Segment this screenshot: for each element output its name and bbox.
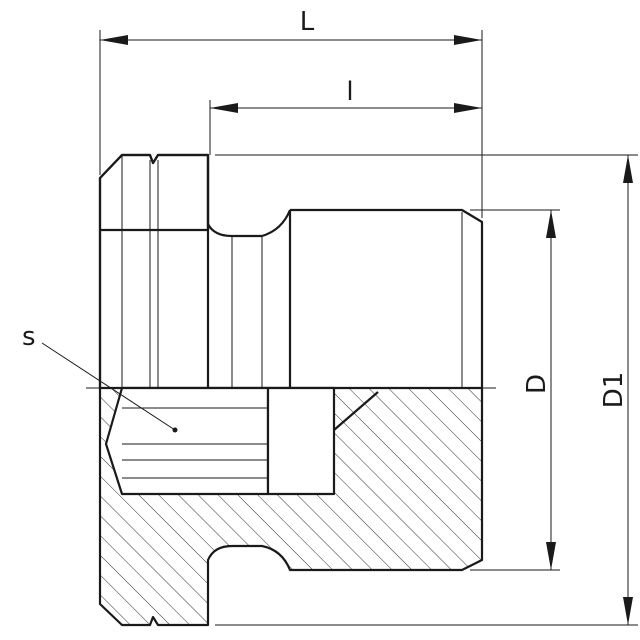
dim-D-arrow-top [546, 210, 556, 238]
dim-D1-arrow-bottom [623, 597, 633, 625]
head-flange-outer [98, 153, 210, 388]
dimension-D1: D1 [215, 154, 638, 626]
dim-l-arrow-right [454, 103, 482, 113]
head-flange-outline [98, 153, 210, 388]
dimension-D: D [470, 209, 560, 571]
dim-l-arrow-left [210, 103, 238, 113]
section-view-lower-half [98, 386, 484, 627]
leader-s-line [41, 342, 176, 431]
dimension-l: l [209, 77, 482, 155]
dim-L-arrow-left [100, 35, 128, 45]
bore-cone-line [333, 391, 379, 431]
dim-D-arrow-bottom [546, 542, 556, 570]
hex-socket-label: s [22, 322, 36, 352]
dim-D1-arrow-top [623, 155, 633, 183]
hex-socket-leader: s [22, 322, 176, 431]
external-view-upper-half [98, 153, 484, 388]
dimension-L: L [99, 7, 483, 218]
inner-bore [266, 386, 336, 496]
dim-L-arrow-right [454, 35, 482, 45]
dim-l-label: l [346, 77, 353, 107]
dim-L-label: L [300, 7, 315, 37]
thread-body-outline [290, 208, 484, 388]
undercut-outline [207, 209, 292, 238]
dim-D-label: D [522, 374, 552, 394]
dim-D1-label: D1 [599, 372, 629, 409]
